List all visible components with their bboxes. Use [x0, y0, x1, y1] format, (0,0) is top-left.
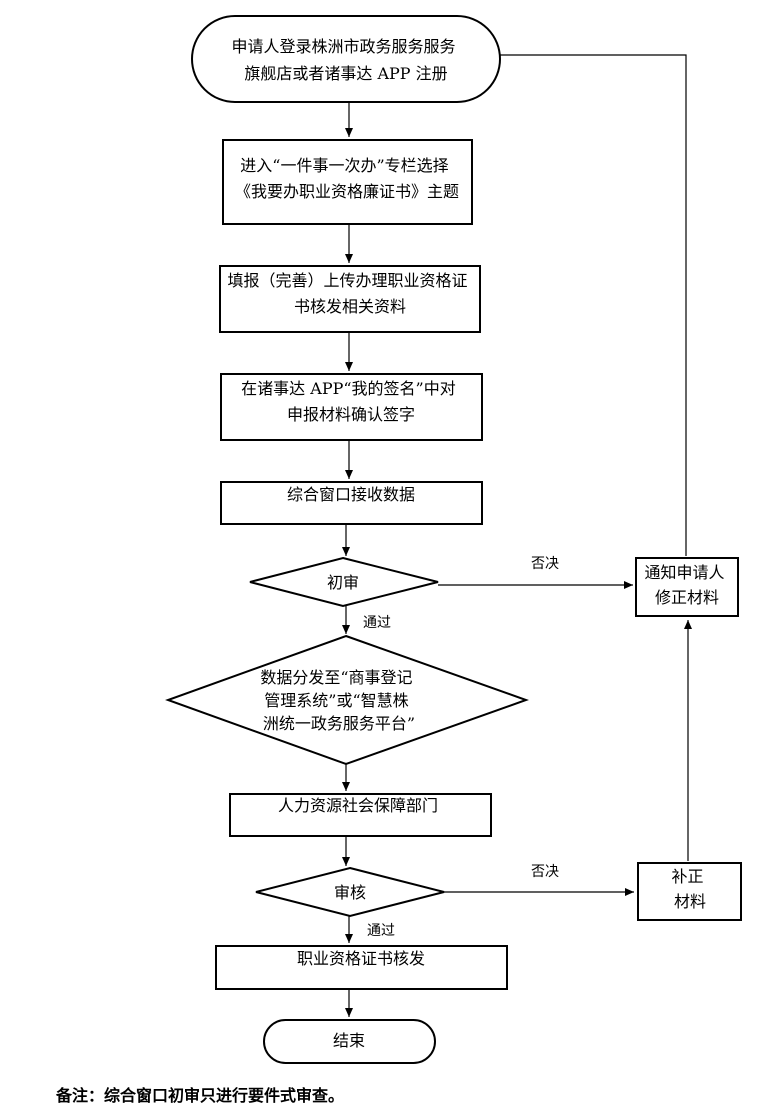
nodes: [165, 15, 742, 1064]
label-sign-confirm-line-1: 在诸事达 APP“我的签名”中对: [241, 379, 456, 398]
label-supplement-line-2: 材料: [674, 892, 706, 911]
label-distribute: 数据分发至“商事登记 管理系统”或“智慧株 洲统一政务服务平台”: [260, 668, 417, 733]
label-initial-review-line-1: 初审: [327, 573, 359, 592]
node-end: [263, 1019, 436, 1064]
node-sign-confirm: [220, 373, 483, 441]
label-fill-upload: 填报（完善）上传办理职业资格证 书核发相关资料: [227, 271, 472, 316]
node-start: [191, 15, 501, 103]
label-fill-upload-line-1: 填报（完善）上传办理职业资格证: [227, 271, 467, 290]
label-supplement: 补正 材料: [671, 867, 708, 911]
node-receive: [220, 481, 483, 525]
label-enter-topic-line-1: 进入“一件事一次办”专栏选择: [240, 156, 448, 175]
label-end-line-1: 结束: [333, 1031, 365, 1050]
label-receive: 综合窗口接收数据: [287, 485, 415, 504]
label-supplement-line-1: 补正: [671, 867, 703, 886]
label-start-line-1: 申请人登录株洲市政务服务服务: [231, 37, 455, 56]
label-distribute-line-1: 数据分发至“商事登记: [260, 668, 412, 687]
edge-labels: 否决 通过 否决 通过: [363, 556, 559, 939]
node-enter-topic: [222, 139, 473, 225]
label-hr-dept: 人力资源社会保障部门: [278, 796, 438, 815]
label-enter-topic-line-2: 《我要办职业资格廉证书》主题: [235, 182, 459, 201]
node-supplement: [637, 862, 742, 921]
footnote: 备注：综合窗口初审只进行要件式审查。: [55, 1086, 344, 1105]
label-distribute-line-2: 管理系统”或“智慧株: [264, 691, 408, 710]
edge-label-reject-2: 否决: [531, 864, 559, 880]
label-notify: 通知申请人 修正材料: [644, 563, 729, 607]
label-distribute-line-3: 洲统一政务服务平台”: [263, 714, 415, 733]
label-initial-review: 初审: [327, 573, 359, 592]
node-hr-dept: [229, 793, 492, 837]
label-start-line-2: 旗舰店或者诸事达 APP 注册: [244, 64, 447, 83]
label-issue: 职业资格证书核发: [297, 949, 425, 968]
label-enter-topic: 进入“一件事一次办”专栏选择 《我要办职业资格廉证书》主题: [235, 156, 459, 201]
node-issue: [215, 945, 508, 990]
edges: [342, 51, 692, 1017]
label-end: 结束: [333, 1031, 365, 1050]
node-initial-review: [249, 556, 439, 608]
node-audit: [255, 866, 445, 918]
label-sign-confirm-line-2: 申报材料确认签字: [287, 405, 415, 424]
edge-label-reject-1: 否决: [531, 556, 559, 572]
label-issue-line-1: 职业资格证书核发: [297, 949, 425, 968]
label-notify-line-2: 修正材料: [655, 588, 719, 607]
edge-notify-return: [490, 51, 687, 556]
edge-label-pass-2: 通过: [367, 923, 395, 939]
node-labels: 申请人登录株洲市政务服务服务 旗舰店或者诸事达 APP 注册 进入“一件事一次办…: [227, 37, 729, 1050]
label-sign-confirm: 在诸事达 APP“我的签名”中对 申报材料确认签字: [241, 379, 461, 424]
label-audit-line-1: 审核: [334, 883, 366, 902]
node-fill-upload: [219, 265, 481, 333]
node-notify: [635, 557, 739, 617]
label-audit: 审核: [334, 883, 366, 902]
label-notify-line-1: 通知申请人: [644, 563, 724, 582]
label-receive-line-1: 综合窗口接收数据: [287, 485, 415, 504]
edge-label-pass-1: 通过: [363, 615, 391, 631]
label-start: 申请人登录株洲市政务服务服务 旗舰店或者诸事达 APP 注册: [231, 37, 460, 83]
node-distribute: [165, 634, 529, 766]
label-hr-dept-line-1: 人力资源社会保障部门: [278, 796, 438, 815]
label-fill-upload-line-2: 书核发相关资料: [294, 297, 406, 316]
